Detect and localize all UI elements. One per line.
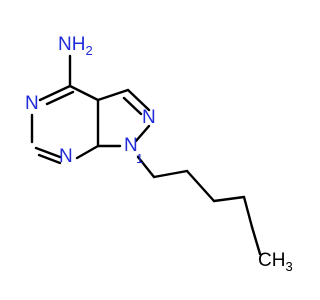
amino-n-label: NH2 — [58, 34, 93, 58]
pyrazole-n2-label: N — [142, 107, 156, 128]
pyrazole-bond-1 — [96, 88, 130, 102]
pyrazole-n1-label: N — [124, 135, 138, 156]
molecule-diagram: NH2 N N N N 1 CH3 — [25, 34, 293, 274]
hexyl-bond-5 — [242, 195, 254, 229]
hexyl-bond-3 — [185, 169, 216, 203]
pyrimidine-n-bottom-label: N — [59, 146, 73, 167]
pyrazole-bond-3 — [134, 124, 151, 143]
hexyl-bond-1 — [136, 155, 156, 179]
pyrimidine-double-bond-1 — [45, 90, 75, 106]
pyrimidine-n-top-label: N — [25, 93, 39, 114]
methyl-label: CH3 — [258, 250, 293, 274]
pyrazole-double-bond — [122, 96, 143, 116]
pyrimidine-double-bond-2 — [37, 153, 62, 165]
pyrimidine-bond-1 — [38, 84, 72, 102]
pyrimidine-bond-6 — [68, 84, 100, 102]
n-locant-label: 1 — [136, 151, 143, 166]
structure-canvas: NH2 N N N N 1 CH3 — [25, 34, 293, 274]
pyrimidine-bond-4 — [75, 144, 100, 160]
pyrimidine-bond-3 — [34, 146, 62, 159]
hexyl-bond-4 — [212, 195, 246, 203]
hexyl-bond-6 — [250, 225, 262, 256]
pyrazole-bond-2 — [126, 88, 151, 112]
hexyl-bond-2 — [152, 169, 189, 179]
